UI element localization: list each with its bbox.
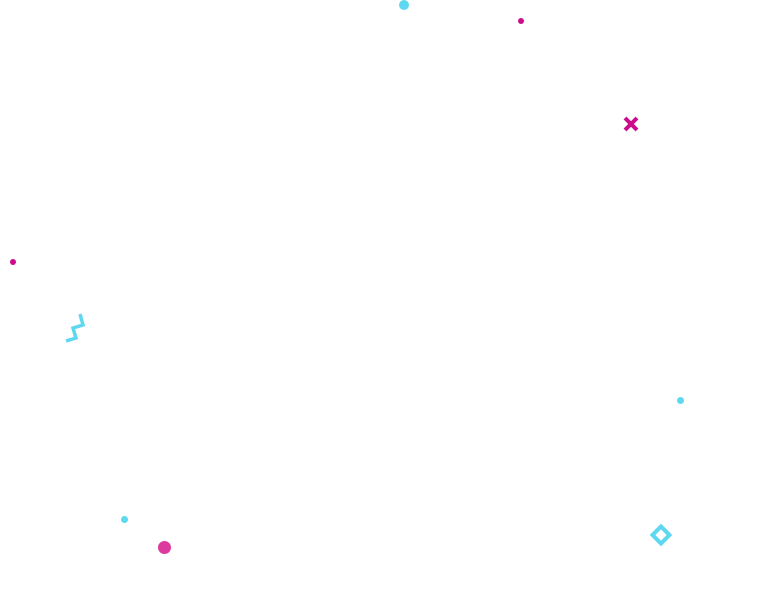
cyan-dot-top	[399, 0, 409, 10]
cyan-dot-bottom-left	[121, 516, 128, 523]
magenta-dot-top-right	[518, 18, 524, 24]
cyan-zigzag-icon	[62, 312, 90, 346]
diamond-outline	[649, 523, 673, 547]
cyan-dot-right	[677, 397, 684, 404]
cyan-diamond-icon	[649, 523, 673, 547]
zigzag-stroke	[65, 313, 86, 343]
magenta-dot-left	[10, 259, 16, 265]
pink-dot-bottom-left	[158, 541, 171, 554]
cross-strokes	[623, 116, 639, 132]
magenta-cross-icon	[622, 115, 640, 133]
